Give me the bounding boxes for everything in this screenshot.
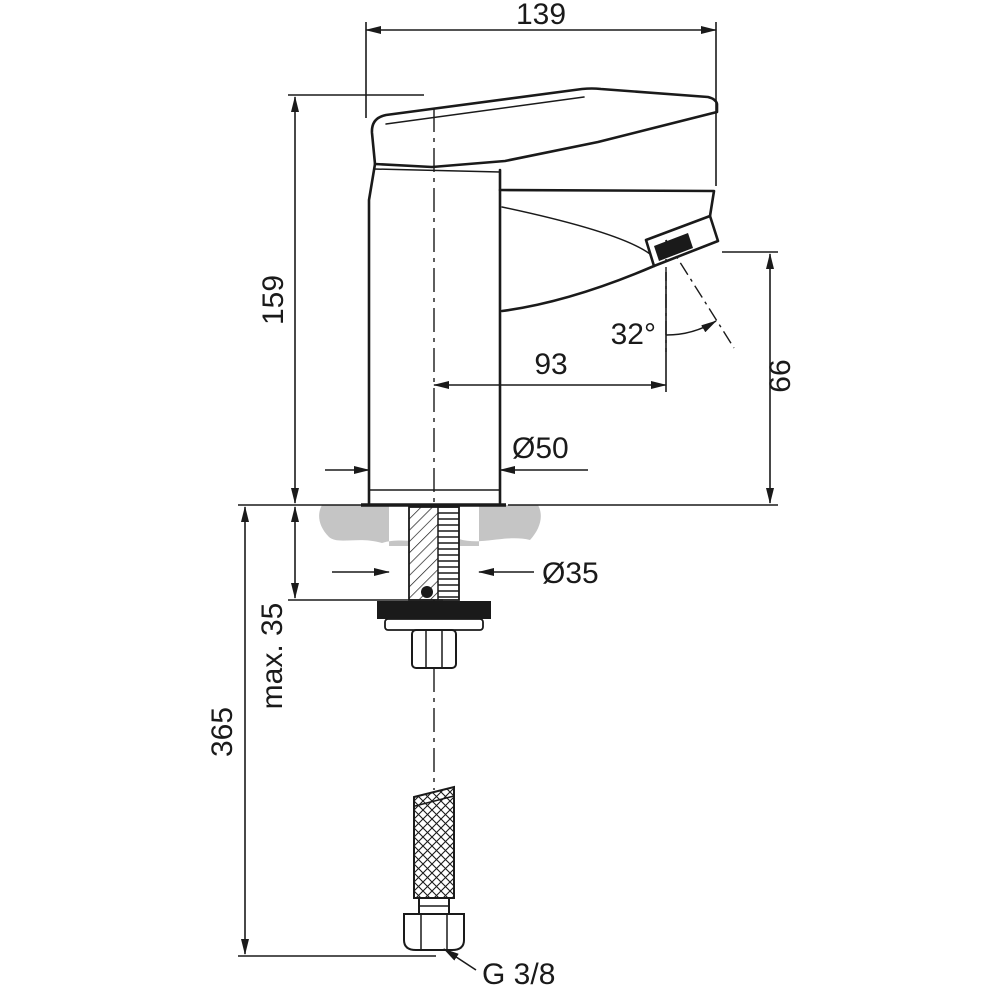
dimension-mounting-hole: Ø35 <box>332 557 599 590</box>
shaft-thread-hatch <box>438 507 459 600</box>
dim-d35-label: Ø35 <box>542 557 599 590</box>
dim-66-label: 66 <box>764 359 797 392</box>
spray-angle-annotation: 32° <box>611 239 735 352</box>
dimension-base-diameter: Ø50 <box>325 432 588 474</box>
thread-leader-line <box>443 948 477 971</box>
dimension-max-deck-thickness: max. 35 <box>256 506 443 710</box>
faucet <box>361 87 720 507</box>
angle-label: 32° <box>611 318 656 351</box>
thread-callout: G 3/8 <box>443 948 555 991</box>
dim-max35-label: max. 35 <box>256 603 289 710</box>
countertop-shape <box>319 505 541 546</box>
dim-93-label: 93 <box>534 348 567 381</box>
dim-159-label: 159 <box>257 275 290 325</box>
dimension-spout-height: 66 <box>508 251 797 506</box>
aerator-insert <box>654 233 693 261</box>
thread-label: G 3/8 <box>482 958 555 991</box>
dimension-hose-reach: 365 <box>206 504 436 957</box>
handle-lever-outline <box>370 87 719 169</box>
inner-hose-hatch <box>409 507 438 600</box>
handle-body-joint-line <box>373 168 501 173</box>
dim-139-label: 139 <box>516 0 566 31</box>
angle-arc <box>665 320 717 336</box>
mounting-assembly <box>377 506 491 669</box>
body-column-outline <box>367 162 502 505</box>
hose-end-dot <box>421 586 433 598</box>
supply-hose-assembly <box>403 785 465 951</box>
spout-top-outline <box>498 188 716 218</box>
handle-lever-edge-line <box>385 96 585 125</box>
spout-inner-curve <box>501 206 651 255</box>
hose-connection-nut <box>403 913 465 951</box>
hose-top-cut-line <box>414 795 455 807</box>
seal-washer <box>377 601 491 619</box>
fixing-nut <box>411 629 457 669</box>
dim-d50-label: Ø50 <box>512 432 569 465</box>
dimension-overall-width: 139 <box>365 0 717 186</box>
hose-braid-hatch <box>414 787 454 898</box>
dimension-body-height: 159 <box>257 94 424 504</box>
spout-underside-curve <box>500 264 656 313</box>
water-flow-axis-line <box>665 239 735 349</box>
countertop-section <box>319 505 541 546</box>
clamp-plate <box>384 618 484 631</box>
dim-365-label: 365 <box>206 707 239 757</box>
